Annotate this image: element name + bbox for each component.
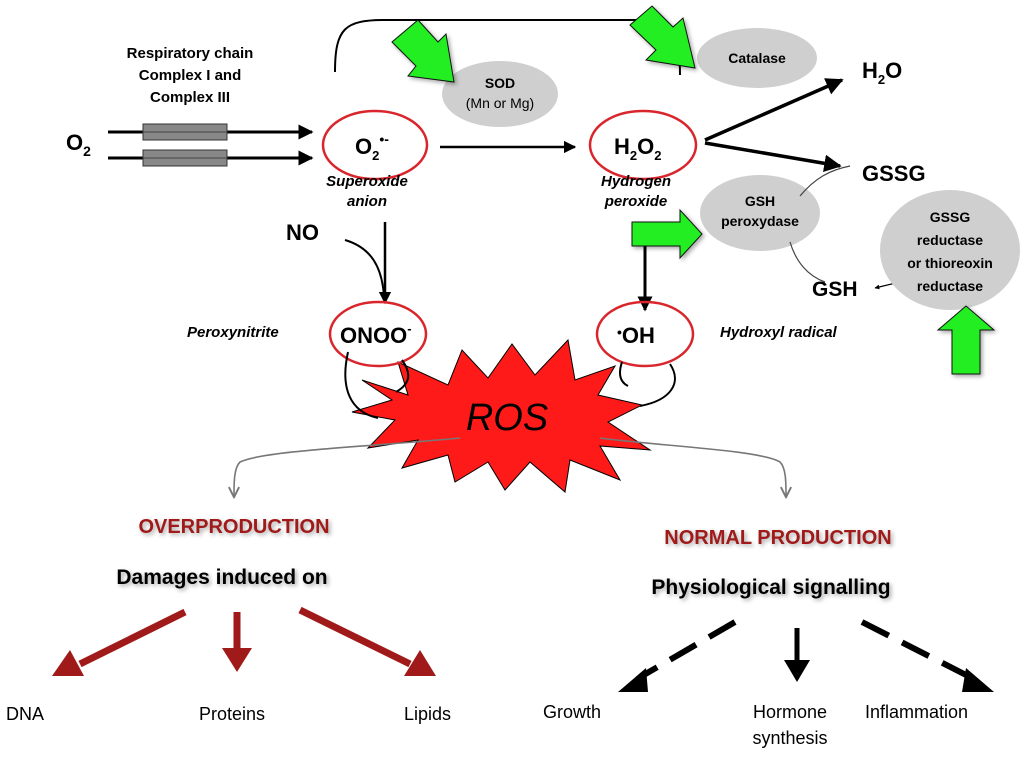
peroxynitrite-to-ros-line	[344, 351, 379, 419]
hydroxyl-ring	[595, 300, 695, 368]
peroxide-to-gssg-arrow	[704, 141, 842, 172]
nitric-oxide-label: NO	[286, 220, 319, 245]
gssg-label: GSSG	[862, 161, 926, 186]
gsh-peroxidase-label: GSH	[745, 193, 775, 209]
ros-label: ROS	[466, 397, 548, 439]
hydrogen-peroxide-name: Hydrogen	[601, 173, 671, 190]
catalase-enzyme	[697, 28, 817, 88]
gssg-reductase-label: GSSG	[930, 209, 971, 225]
superoxide-formula: O2•-	[355, 131, 389, 163]
hydroxyl-formula: •OH	[617, 323, 655, 348]
signal-arrow-inflammation-head	[962, 668, 994, 692]
damage-arrow-dna-head	[52, 650, 84, 676]
damage-target-proteins: Proteins	[199, 704, 265, 724]
normal-production-heading: NORMAL PRODUCTION	[664, 527, 891, 549]
peroxynitrite-name: Peroxynitrite	[187, 324, 279, 341]
respiratory-chain-label: Respiratory chain	[127, 45, 254, 62]
oxygen-input-label: O2	[66, 130, 91, 159]
catalase-label: Catalase	[728, 50, 786, 66]
respiratory-chain-label: Complex III	[150, 89, 230, 106]
signal-outcome-hormone: Hormone	[753, 702, 827, 722]
sod-label: SOD	[485, 75, 515, 91]
peroxynitrite-ring	[328, 300, 428, 368]
gsh-peroxidase-enzyme	[700, 175, 820, 251]
hydroxyl-to-ros-line	[639, 363, 676, 407]
damage-target-dna: DNA	[6, 704, 44, 724]
overproduction-heading: OVERPRODUCTION	[138, 516, 329, 538]
ros-to-normal-production-arrow	[599, 437, 786, 496]
gsh-cycle-curve	[799, 165, 851, 197]
damage-arrow-lipids-head	[404, 650, 436, 676]
overproduction-subheading: Damages induced on	[116, 566, 327, 589]
signal-arrow-growth-head	[618, 668, 648, 692]
sod-activation-arrow	[391, 19, 455, 83]
ros-to-overproduction-arrow	[234, 437, 461, 496]
nitric-oxide-arrow	[344, 239, 385, 297]
hydrogen-peroxide-formula: H2O2	[614, 134, 661, 163]
hydroxyl-to-ros-line	[619, 361, 629, 387]
gssg-reductase-activation-arrow	[936, 305, 996, 375]
peroxynitrite-formula: ONOO-	[340, 321, 412, 348]
superoxide-name: Superoxide	[326, 173, 408, 190]
hydrogen-peroxide-ring	[588, 109, 698, 181]
gssg-reductase-label: reductase	[917, 232, 983, 248]
peroxide-to-water-arrow	[704, 78, 844, 142]
signal-outcome-inflammation: Inflammation	[865, 702, 968, 722]
sod-enzyme	[442, 61, 558, 127]
damage-arrow-lipids	[298, 606, 412, 668]
respiratory-chain-label: Complex I and	[139, 67, 242, 84]
superoxide-name: anion	[347, 193, 387, 210]
gsh-peroxidase-label: peroxydase	[721, 213, 799, 229]
ros-burst	[351, 338, 652, 493]
gsh-peroxidase-activation-arrow	[631, 208, 703, 260]
hydrogen-peroxide-name: peroxide	[604, 193, 668, 210]
peroxynitrite-to-ros-line	[395, 359, 410, 393]
signal-outcome-hormone: synthesis	[752, 728, 827, 748]
gsh-cycle-curve	[789, 241, 826, 283]
damage-target-lipids: Lipids	[404, 704, 451, 724]
signal-arrow-inflammation	[860, 619, 970, 679]
gssg-reductase-label: or thioreoxin	[907, 255, 993, 271]
hydroxyl-name: Hydroxyl radical	[720, 324, 838, 341]
gssg-reductase-enzyme	[880, 190, 1020, 310]
water-label: H2O	[862, 58, 902, 87]
sod-detail: (Mn or Mg)	[466, 95, 534, 111]
damage-arrow-dna	[78, 608, 187, 668]
gssg-reductase-label: reductase	[917, 278, 983, 294]
damage-arrow-proteins-head	[222, 648, 252, 672]
signal-arrow-growth	[640, 619, 737, 679]
catalase-activation-arrow	[629, 5, 696, 69]
normal-production-subheading: Physiological signalling	[651, 576, 890, 599]
signal-arrow-hormone-head	[784, 660, 810, 682]
gsh-label: GSH	[812, 278, 858, 301]
signal-outcome-growth: Growth	[543, 702, 601, 722]
superoxide-ring	[321, 109, 429, 181]
